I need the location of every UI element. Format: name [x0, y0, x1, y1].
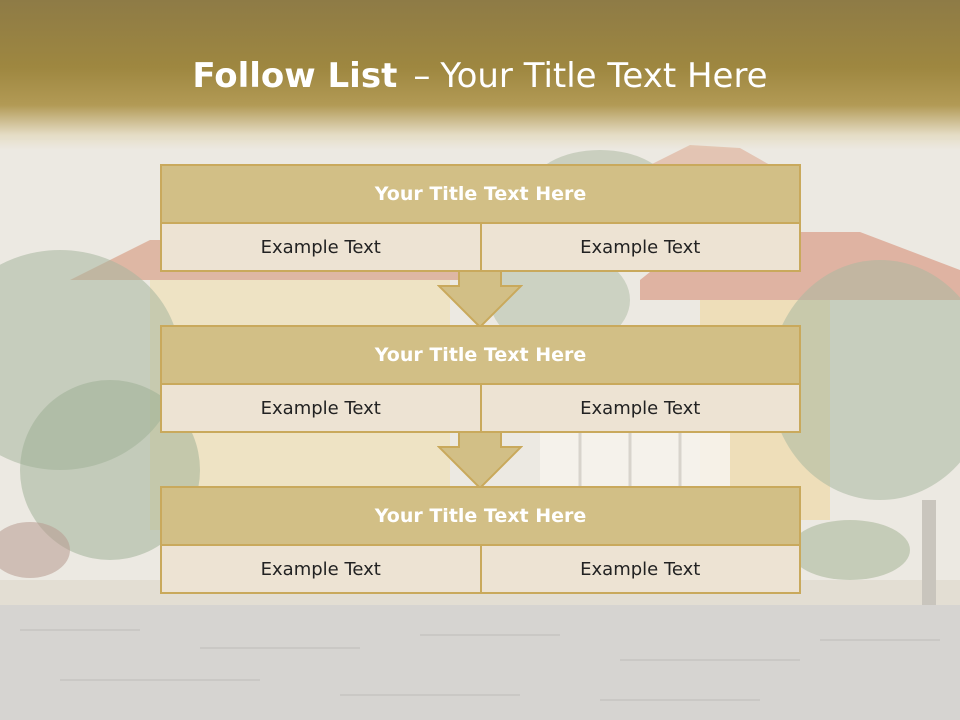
- block-row: Example Text Example Text: [162, 385, 799, 431]
- slide-title-separator: –: [413, 56, 431, 96]
- list-block-1: Your Title Text Here Example Text Exampl…: [160, 164, 801, 272]
- block-row: Example Text Example Text: [162, 546, 799, 592]
- block-row: Example Text Example Text: [162, 224, 799, 270]
- down-arrow-icon: [437, 431, 523, 489]
- block-cell-right: Example Text: [479, 546, 799, 592]
- block-cell-left: Example Text: [162, 385, 480, 431]
- list-block-3: Your Title Text Here Example Text Exampl…: [160, 486, 801, 594]
- block-cell-right: Example Text: [479, 385, 799, 431]
- title-bar: [0, 0, 960, 150]
- down-arrow-icon: [437, 270, 523, 328]
- slide-title-bold: Follow List: [192, 56, 398, 96]
- block-title: Your Title Text Here: [162, 166, 799, 224]
- slide-title-rest: Your Title Text Here: [440, 56, 768, 96]
- block-cell-right: Example Text: [479, 224, 799, 270]
- list-block-2: Your Title Text Here Example Text Exampl…: [160, 325, 801, 433]
- slide-title: Follow List–Your Title Text Here: [0, 56, 960, 96]
- block-cell-left: Example Text: [162, 546, 480, 592]
- block-title: Your Title Text Here: [162, 488, 799, 546]
- block-title: Your Title Text Here: [162, 327, 799, 385]
- block-cell-left: Example Text: [162, 224, 480, 270]
